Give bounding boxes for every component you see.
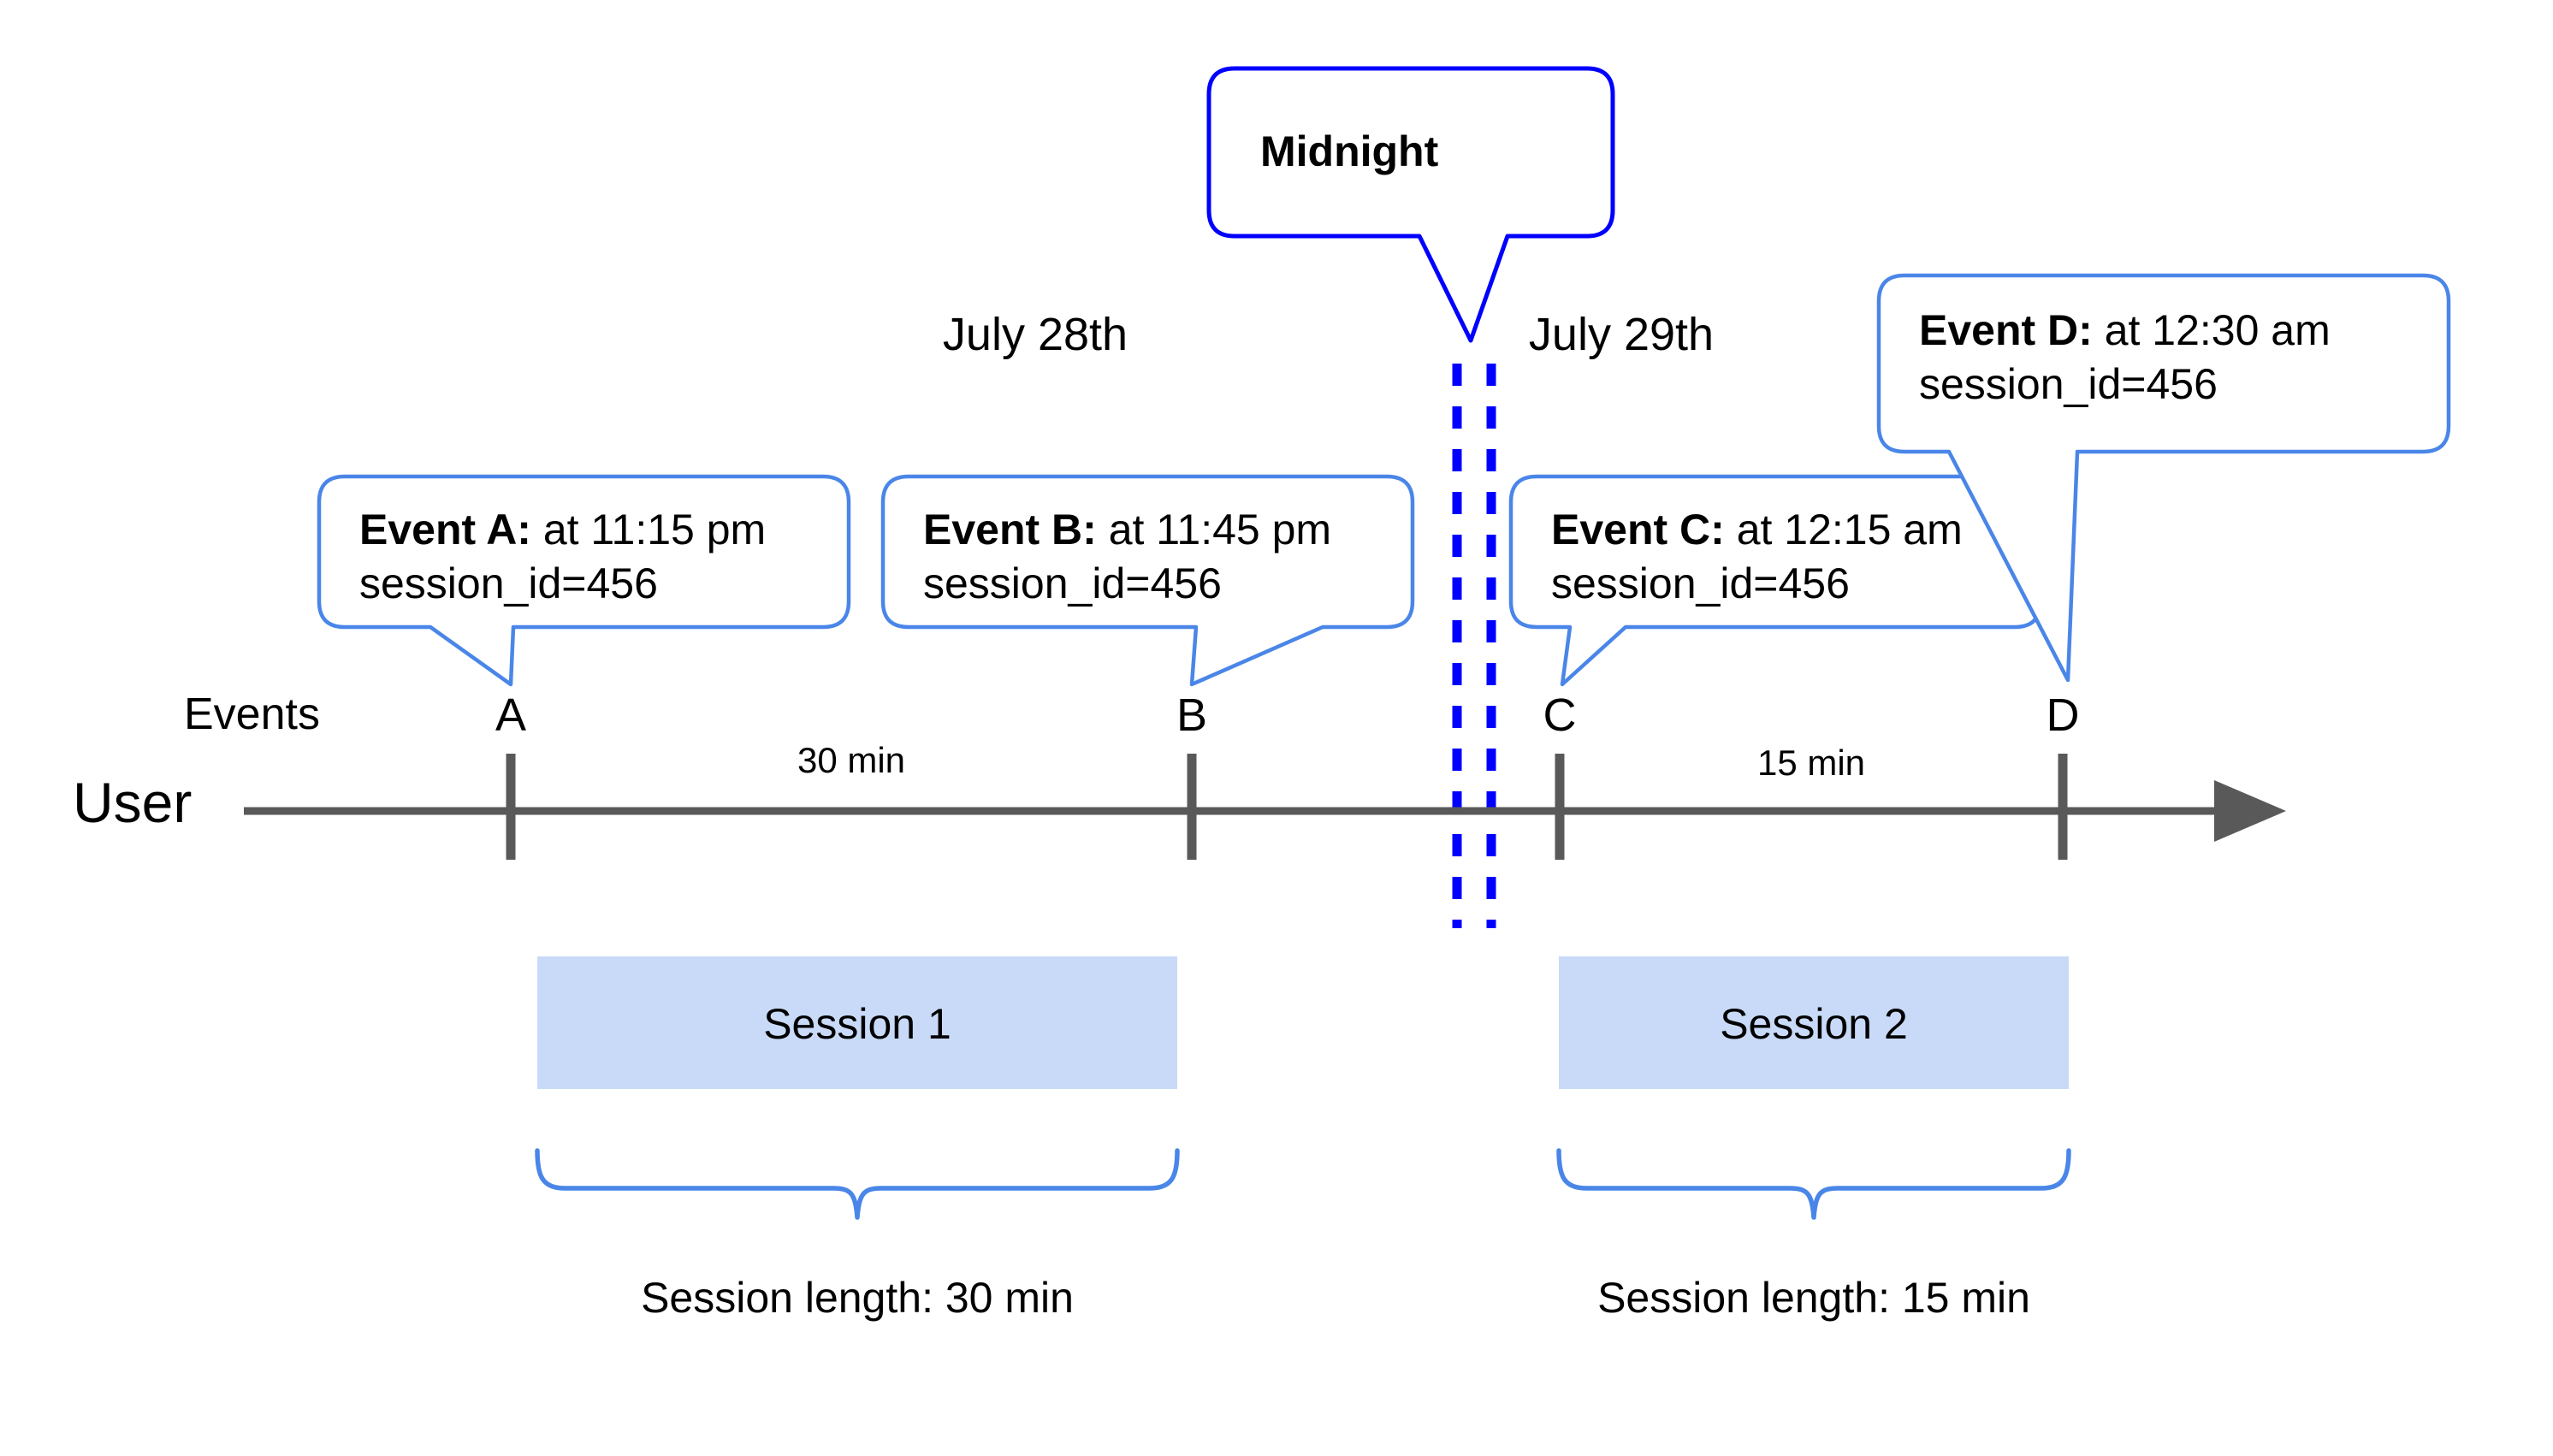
user-row-label: User — [73, 771, 193, 834]
event-marker-label-c: C — [1543, 690, 1577, 741]
event-c-callout-text: Event C: at 12:15 am session_id=456 — [1551, 503, 1963, 610]
date-label-july-28: July 28th — [942, 309, 1128, 360]
event-d-callout-shape — [1876, 273, 2451, 683]
event-d-title: Event D: — [1919, 306, 2093, 354]
event-b-callout-shape — [880, 474, 1415, 687]
event-b-callout-text: Event B: at 11:45 pm session_id=456 — [923, 503, 1331, 610]
event-b-detail: session_id=456 — [923, 559, 1222, 607]
event-d-detail: session_id=456 — [1919, 359, 2218, 408]
session-1-length-label: Session length: 30 min — [641, 1274, 1074, 1322]
midnight-callout-shape — [1206, 66, 1615, 343]
session-2-brace — [1556, 1148, 2071, 1220]
date-label-july-29: July 29th — [1528, 309, 1715, 360]
gap-label-15-min: 15 min — [1756, 743, 1866, 783]
event-d-callout-text: Event D: at 12:30 am session_id=456 — [1919, 304, 2331, 411]
event-b-time: at 11:45 pm — [1096, 506, 1332, 553]
gap-label-30-min: 30 min — [797, 740, 906, 780]
session-2-label: Session 2 — [1720, 1000, 1908, 1048]
event-a-callout-shape — [317, 474, 851, 687]
midnight-label: Midnight — [1260, 127, 1439, 175]
session-2-box — [1559, 956, 2069, 1089]
event-b-title: Event B: — [923, 506, 1097, 553]
event-c-title: Event C: — [1551, 506, 1725, 553]
event-a-title: Event A: — [359, 506, 531, 553]
event-a-callout-text: Event A: at 11:15 pm session_id=456 — [359, 503, 766, 610]
session-1-brace — [535, 1148, 1180, 1220]
event-a-time: at 11:15 pm — [530, 506, 767, 553]
event-c-detail: session_id=456 — [1551, 559, 1850, 607]
event-marker-label-a: A — [495, 690, 527, 741]
event-marker-label-b: B — [1176, 690, 1208, 741]
session-1-box — [537, 956, 1177, 1089]
event-d-time: at 12:30 am — [2092, 306, 2331, 354]
session-2-length-label: Session length: 15 min — [1597, 1274, 2030, 1322]
event-a-detail: session_id=456 — [359, 559, 658, 607]
event-c-time: at 12:15 am — [1724, 506, 1963, 553]
session-1-label: Session 1 — [763, 1000, 951, 1048]
event-marker-label-d: D — [2046, 690, 2080, 741]
events-row-label: Events — [184, 690, 320, 739]
timeline-arrowhead-icon — [2214, 780, 2286, 842]
